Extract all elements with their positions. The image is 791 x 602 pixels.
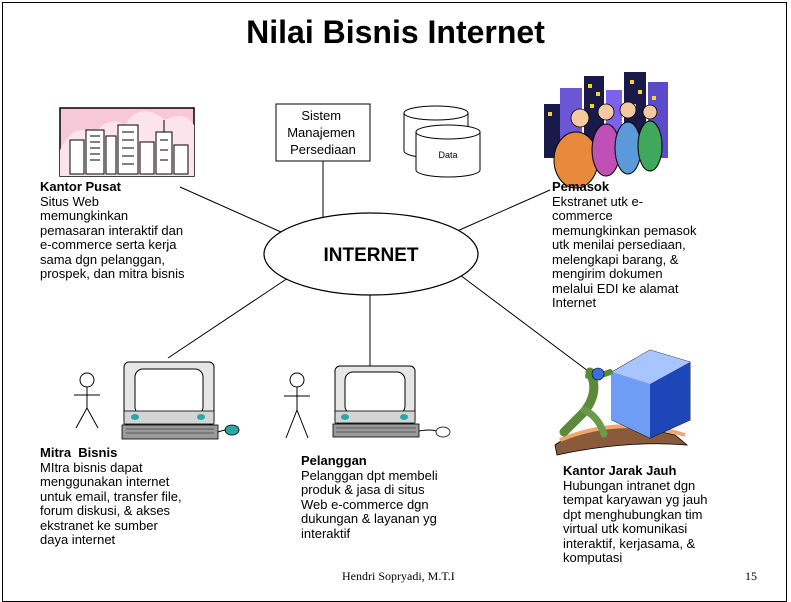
line-jarak-jauh xyxy=(459,274,601,381)
pelanggan-text: Pelanggan Pelanggan dpt membeli produk &… xyxy=(301,453,438,541)
system-line-3: Persediaan xyxy=(290,142,356,157)
system-box: Sistem Manajemen Persediaan xyxy=(275,103,371,162)
line-mitra xyxy=(167,277,289,359)
line-pemasok xyxy=(454,189,551,233)
city-skyline-icon xyxy=(59,107,195,177)
kantor-jarak-jauh-body: Hubungan intranet dgn tempat karyawan yg… xyxy=(563,477,708,565)
connector-lines xyxy=(167,160,601,381)
internet-ellipse: INTERNET xyxy=(263,212,479,296)
person-icon-pelanggan xyxy=(284,372,310,439)
pemasok-body: Ekstranet utk e- commerce memungkinkan p… xyxy=(552,193,697,310)
kantor-pusat-body: Situs Web memungkinkan pemasaran interak… xyxy=(40,193,185,281)
system-line-1: Sistem xyxy=(301,108,341,123)
remote-office-icon xyxy=(554,349,691,456)
mitra-bisnis-body: MItra bisnis dapat menggunakan internet … xyxy=(40,459,182,547)
mitra-bisnis-text: Mitra Bisnis MItra bisnis dapat mengguna… xyxy=(40,445,182,548)
pelanggan-body: Pelanggan dpt membeli produk & jasa di s… xyxy=(301,467,438,541)
mitra-bisnis-heading: Mitra Bisnis xyxy=(40,445,118,460)
database-icon: Data xyxy=(403,105,481,178)
suppliers-people-icon xyxy=(544,72,668,189)
computer-icon-mitra xyxy=(121,361,240,440)
kantor-pusat-heading: Kantor Pusat xyxy=(40,179,121,194)
person-icon-mitra xyxy=(74,372,100,429)
computer-icon-pelanggan xyxy=(332,365,451,438)
kantor-jarak-jauh-text: Kantor Jarak Jauh Hubungan intranet dgn … xyxy=(563,463,708,566)
page-number: 15 xyxy=(745,569,757,583)
kantor-pusat-text: Kantor Pusat Situs Web memungkinkan pema… xyxy=(40,179,185,282)
pemasok-text: Pemasok Ekstranet utk e- commerce memung… xyxy=(552,179,697,311)
footer-author: Hendri Sopryadi, M.T.I xyxy=(342,569,455,583)
slide-title: Nilai Bisnis Internet xyxy=(246,14,545,50)
data-label: Data xyxy=(438,150,457,160)
internet-label: INTERNET xyxy=(324,245,419,266)
kantor-jarak-jauh-heading: Kantor Jarak Jauh xyxy=(563,463,677,478)
pelanggan-heading: Pelanggan xyxy=(301,453,367,468)
line-kantor-pusat xyxy=(179,186,291,237)
system-line-2: Manajemen xyxy=(287,125,355,140)
svg-text:Sistem Manajemen P: Sistem Manajemen Persediaan xyxy=(287,108,359,157)
pemasok-heading: Pemasok xyxy=(552,179,610,194)
